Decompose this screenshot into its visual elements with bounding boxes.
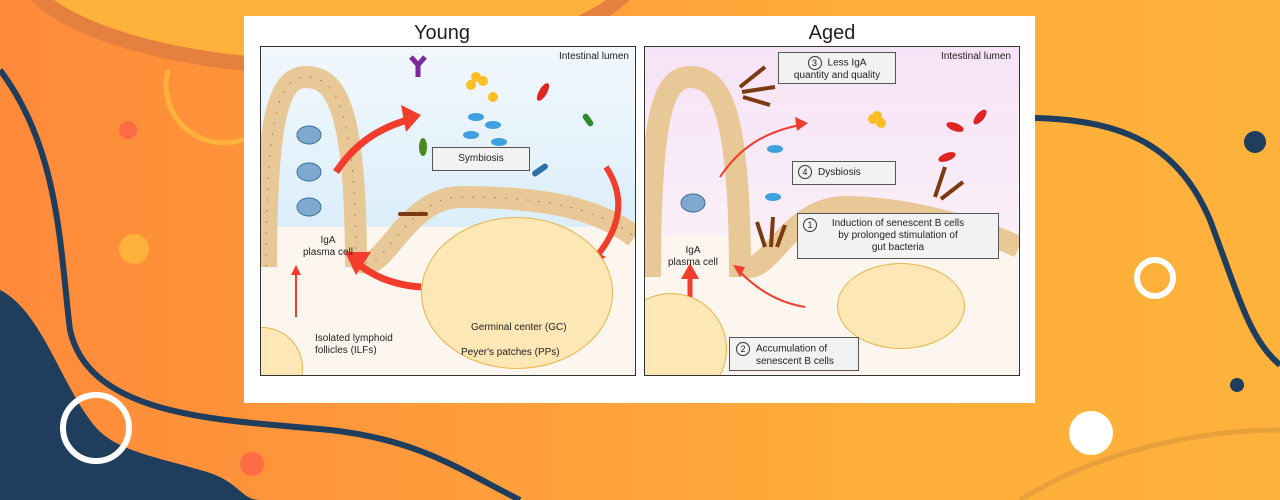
weak-arrow-to-lumen [719,124,801,178]
plasma-cell [680,193,706,213]
young-panel-title: Young [414,22,470,44]
symbiotic-bacteria [398,72,594,216]
crypt-epithelium [347,185,635,274]
aged-lumen-label: Intestinal lumen [940,51,1011,62]
bg-ring-white [60,392,132,464]
aged-panel-title: Aged [808,22,856,44]
bg-navy-blob [0,290,260,500]
arrow-to-lumen [333,115,412,174]
symbiosis-box: Symbiosis [432,147,530,171]
dysbiotic-bacteria [738,65,987,248]
antibody [409,55,427,77]
plasma-cell [296,125,322,145]
bg-navy-wave-right [1034,115,1280,368]
germinal-center [421,217,613,369]
peyers-patch-aged [837,263,965,349]
bg-navy-wave-left [0,68,522,500]
arrow-pp-to-plasma [739,271,806,308]
young-panel: Intestinal lumen Symbiosis IgA plasma ce… [260,46,636,376]
young-lumen-label: Intestinal lumen [558,51,629,62]
ilf-label: Isolated lymphoid follicles (ILFs) [315,333,393,356]
arrow-to-gc [593,165,622,259]
box-induction-senescent: 1 Induction of senescent B cells by prol… [797,213,999,259]
figure-card: Young [244,16,1035,403]
plasma-cell [296,197,322,217]
plasma-cell [296,162,322,182]
aged-plasma-cell-label: IgA plasma cell [667,245,719,268]
young-plasma-cell-label: IgA plasma cell [302,235,354,258]
pp-label: Peyer's patches (PPs) [461,347,560,358]
gc-label: Germinal center (GC) [471,322,567,333]
